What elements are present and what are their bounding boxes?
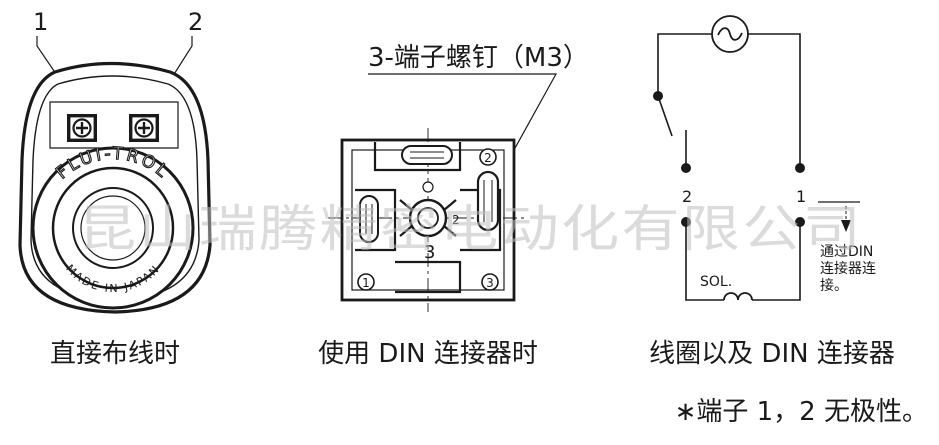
mark-terminal-2: 2 xyxy=(479,148,497,166)
center-terminal-label: 3 xyxy=(424,242,435,263)
circuit-terminal-label-2: 2 xyxy=(682,187,692,206)
mark-terminal-3: 3 xyxy=(481,273,499,291)
terminal-block xyxy=(49,101,179,149)
din-note-line-2: 连接器连 xyxy=(820,260,876,277)
terminal-1-lower-node xyxy=(795,217,805,227)
ground-mark xyxy=(422,181,434,193)
caption-din-connector: 使用 DIN 连接器时 xyxy=(318,339,538,369)
callout-leader xyxy=(368,73,558,169)
sine-wave-icon xyxy=(717,27,743,41)
terminal-barrel-right xyxy=(476,170,500,232)
watermark-text: 昆山瑞腾精密电动化有限公司 xyxy=(78,200,863,258)
terminal-label-1: 1 xyxy=(33,8,48,36)
terminal-barrel-top xyxy=(401,145,453,165)
terminal-2-upper-node xyxy=(681,163,691,173)
svg-text:3: 3 xyxy=(486,276,494,290)
caption-direct-wiring: 直接布线时 xyxy=(50,339,180,369)
din-connector-view: 3-端子螺钉（M3） xyxy=(318,43,589,369)
svg-text:2: 2 xyxy=(484,151,492,165)
din-arrow-head xyxy=(841,220,851,232)
circuit-wires xyxy=(657,33,801,301)
mark-terminal-1: 1 xyxy=(357,273,375,291)
coil-circuit-view: 2 1 SOL. 通过DIN 连接器连 接。 线圈以及 DIN 连接器 xyxy=(649,15,895,369)
terminal-screw-2 xyxy=(129,114,159,142)
circuit-terminal-label-1: 1 xyxy=(796,187,806,206)
terminal-2-lower-node xyxy=(681,217,691,227)
switch-node xyxy=(653,91,663,101)
din-note-line-3: 接。 xyxy=(820,277,848,294)
center-nut-inner xyxy=(417,207,439,229)
terminal-1-upper-node xyxy=(795,163,805,173)
solenoid-coil-icon xyxy=(723,292,753,301)
coil-housing-inner xyxy=(30,75,200,301)
caption-coil-din: 线圈以及 DIN 连接器 xyxy=(649,339,895,369)
terminal-barrel-left xyxy=(359,195,379,243)
terminal-label-2: 2 xyxy=(188,8,203,36)
direct-wiring-view: 1 2 FLUI-TR xyxy=(18,8,212,369)
coil-center-hole xyxy=(80,195,146,261)
callout-terminal-screw: 3-端子螺钉（M3） xyxy=(368,43,589,73)
din-note-line-1: 通过DIN xyxy=(820,244,873,260)
coil-label: SOL. xyxy=(700,274,732,290)
center-side-mark: 2 xyxy=(452,213,460,227)
svg-text:1: 1 xyxy=(362,276,370,290)
terminal-screw-1 xyxy=(67,114,97,142)
footnote-polarity: ∗端子 1，2 无极性。 xyxy=(675,397,928,427)
